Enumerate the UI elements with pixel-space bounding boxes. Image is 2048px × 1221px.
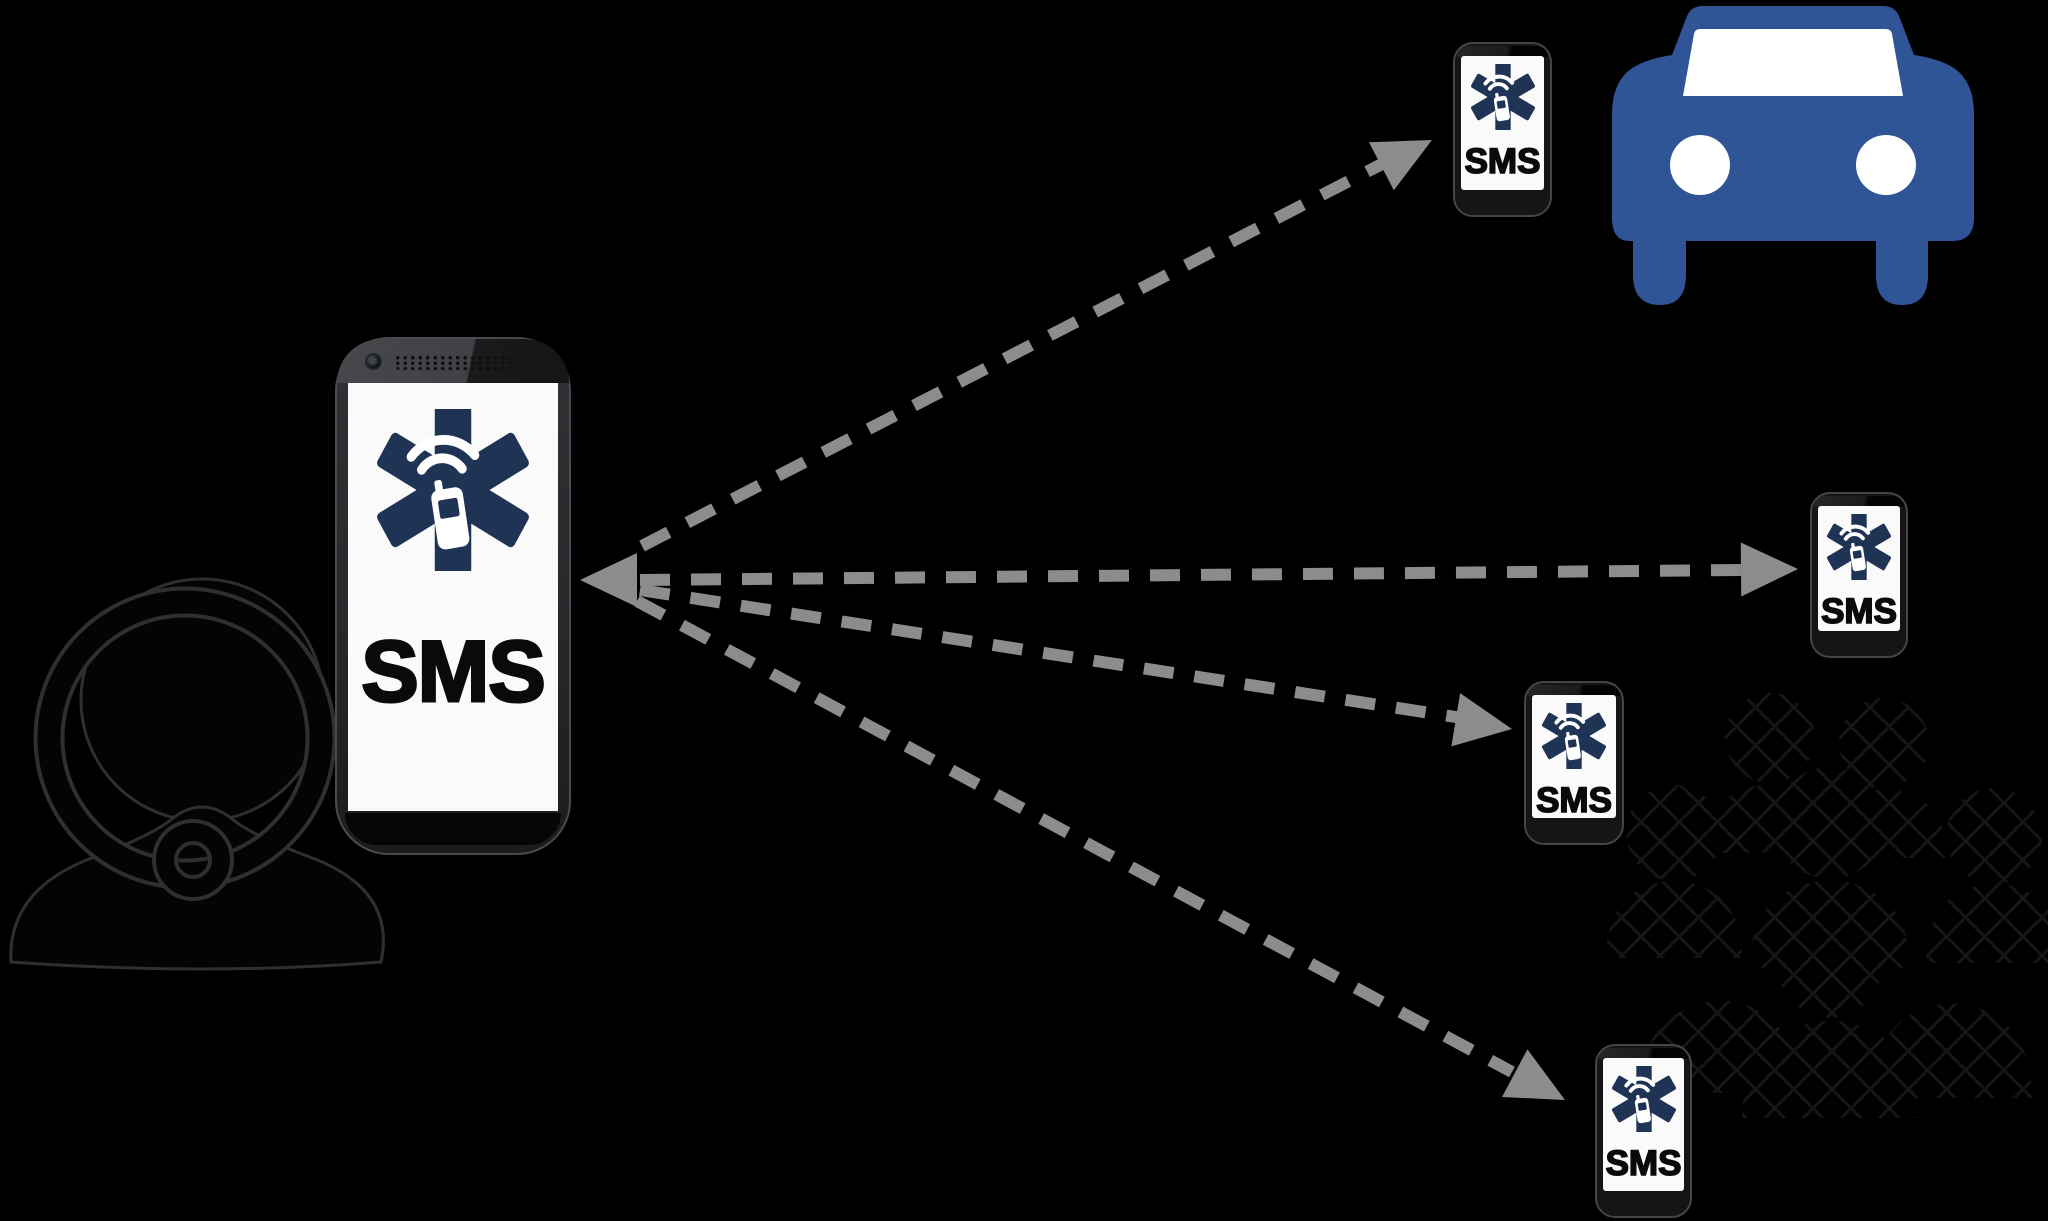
- car-phone: SMS: [1453, 42, 1552, 217]
- arrowhead-mid: [1451, 693, 1512, 747]
- dashed-arrows: [580, 140, 1798, 1100]
- right-phone-screen: SMS: [1818, 506, 1900, 631]
- car-icon: [1612, 6, 1974, 305]
- arrowhead-bottom: [1502, 1049, 1565, 1100]
- arrowhead-car: [1368, 140, 1432, 191]
- crowd-watermark-icon: [1606, 693, 2048, 1118]
- right-phone: SMS: [1810, 492, 1908, 658]
- arrow-to-car-phone: [639, 158, 1385, 552]
- star-of-life-phone-icon: [1827, 514, 1891, 580]
- car-windshield: [1683, 29, 1903, 96]
- sms-label: SMS: [360, 624, 547, 720]
- sms-label: SMS: [1605, 1144, 1682, 1183]
- star-of-life-phone-icon: [1470, 64, 1535, 130]
- star-of-life-phone-icon: [377, 409, 529, 571]
- operator-headset-icon: [9, 577, 385, 971]
- arrowhead-to-dispatcher: [580, 553, 637, 607]
- speaker-grille-icon: [394, 355, 512, 370]
- star-of-life-phone-icon: [1542, 703, 1606, 769]
- arrow-to-bottom-phone: [634, 595, 1515, 1078]
- dispatcher-phone: SMS: [335, 337, 571, 855]
- phone-top-bezel: [1528, 685, 1620, 696]
- sms-label: SMS: [1820, 592, 1897, 631]
- bottom-phone: SMS: [1595, 1044, 1692, 1218]
- phone-top-bezel: [337, 339, 569, 383]
- arrow-to-mid-phone: [639, 584, 1463, 724]
- phone-chin: [345, 813, 561, 845]
- mid-phone: SMS: [1524, 681, 1624, 845]
- sms-label: SMS: [1535, 781, 1612, 820]
- phone-top-bezel: [1457, 46, 1548, 57]
- car-headlight-left: [1670, 135, 1730, 195]
- car-headlight-right: [1856, 135, 1916, 195]
- mid-phone-screen: SMS: [1532, 695, 1616, 820]
- car-phone-screen: SMS: [1461, 56, 1544, 190]
- dispatcher-phone-screen: SMS: [348, 383, 558, 811]
- bottom-phone-screen: SMS: [1603, 1058, 1684, 1191]
- sms-label: SMS: [1464, 142, 1541, 181]
- star-of-life-phone-icon: [1611, 1066, 1676, 1132]
- arrow-to-right-phone: [639, 564, 1746, 586]
- phone-top-bezel: [1814, 496, 1904, 507]
- phone-top-bezel: [1599, 1048, 1688, 1059]
- camera-dot-icon: [367, 355, 380, 368]
- arrowhead-right: [1740, 542, 1798, 597]
